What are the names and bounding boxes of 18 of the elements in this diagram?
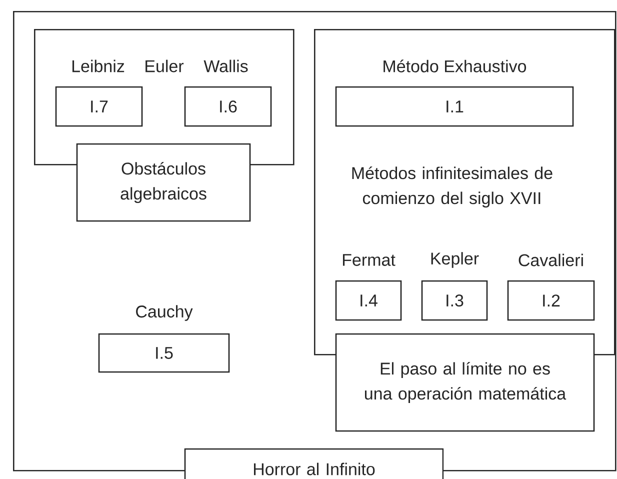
name-label: Cauchy: [136, 305, 193, 321]
name-label: Cavalieri: [518, 254, 583, 266]
node-label: algebraicos: [120, 187, 206, 204]
name-label: Kepler: [431, 252, 479, 268]
text-label: Métodos infinitesimales de comienzo del siglo XVII: [352, 166, 552, 208]
label-box: I.2: [507, 280, 595, 321]
label-box: I.3: [421, 280, 488, 321]
name-label: Fermat: [342, 254, 396, 266]
name-label: Wallis: [204, 60, 248, 72]
name-label: Método Exhaustivo: [384, 60, 526, 72]
label-box: I.7: [55, 86, 143, 127]
label-box: I.4: [335, 280, 402, 321]
name-label: Leibniz: [72, 60, 124, 72]
label-box: I.1: [335, 86, 574, 127]
label-box: I.5: [98, 333, 230, 373]
node-label: El paso al límite no es una operación matemática: [364, 362, 566, 404]
text-label: Euler: [146, 60, 184, 72]
label-box: I.6: [184, 86, 272, 127]
